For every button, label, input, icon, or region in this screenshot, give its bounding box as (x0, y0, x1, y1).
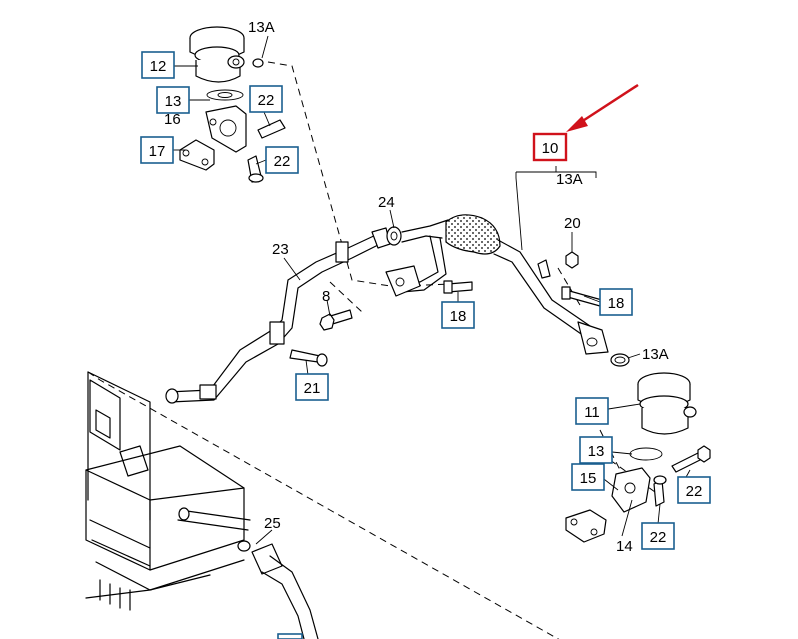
callout-21[interactable]: 21 (295, 373, 329, 401)
svg-text:18: 18 (608, 295, 625, 312)
callout-13-right[interactable]: 13 (579, 436, 613, 464)
svg-text:15: 15 (580, 470, 597, 487)
callout-10-highlighted[interactable]: 10 (532, 132, 568, 162)
callout-22-top2[interactable]: 22 (265, 146, 299, 174)
label-20: 20 (564, 215, 581, 232)
svg-text:22: 22 (274, 153, 291, 170)
egr-valve-upper (179, 26, 286, 183)
callout-18-mid[interactable]: 18 (441, 301, 475, 329)
callout-22-right1[interactable]: 22 (677, 476, 711, 504)
clamp-24 (386, 226, 402, 246)
svg-text:22: 22 (258, 92, 275, 109)
partial-callout-bottom (277, 633, 303, 639)
svg-text:11: 11 (584, 404, 600, 421)
label-14: 14 (616, 538, 633, 555)
callout-22-right2[interactable]: 22 (641, 522, 675, 550)
svg-text:12: 12 (150, 58, 167, 75)
svg-text:22: 22 (686, 483, 703, 500)
label-13a-right: 13A (642, 346, 669, 363)
callout-12[interactable]: 12 (141, 51, 175, 79)
central-pipe (385, 214, 609, 355)
svg-text:10: 10 (542, 140, 559, 157)
svg-text:18: 18 (450, 308, 467, 325)
hose-25 (237, 540, 319, 639)
callout-22-top1[interactable]: 22 (249, 85, 283, 113)
svg-text:22: 22 (650, 529, 667, 546)
svg-text:17: 17 (149, 143, 166, 160)
label-13a-top: 13A (248, 19, 275, 36)
pipe-23 (165, 227, 391, 404)
svg-text:13: 13 (588, 443, 605, 460)
callout-17[interactable]: 17 (140, 136, 174, 164)
callout-18-right[interactable]: 18 (599, 288, 633, 316)
leader-10 (515, 177, 523, 251)
label-16: 16 (164, 111, 181, 128)
egr-valve-lower (565, 353, 711, 543)
fasteners (289, 251, 603, 367)
label-24: 24 (378, 194, 395, 211)
engine-housing (85, 371, 251, 611)
svg-text:13: 13 (165, 93, 182, 110)
arrow-pointer-icon (566, 83, 639, 132)
label-13a-mid: 13A (556, 171, 583, 188)
callout-11[interactable]: 11 (575, 397, 609, 425)
label-25: 25 (264, 515, 281, 532)
label-8: 8 (322, 288, 330, 305)
bracket-10 (515, 166, 597, 178)
callout-13-top[interactable]: 13 (156, 86, 190, 114)
label-23: 23 (272, 241, 289, 258)
callout-15[interactable]: 15 (571, 463, 605, 491)
svg-text:21: 21 (304, 380, 321, 397)
